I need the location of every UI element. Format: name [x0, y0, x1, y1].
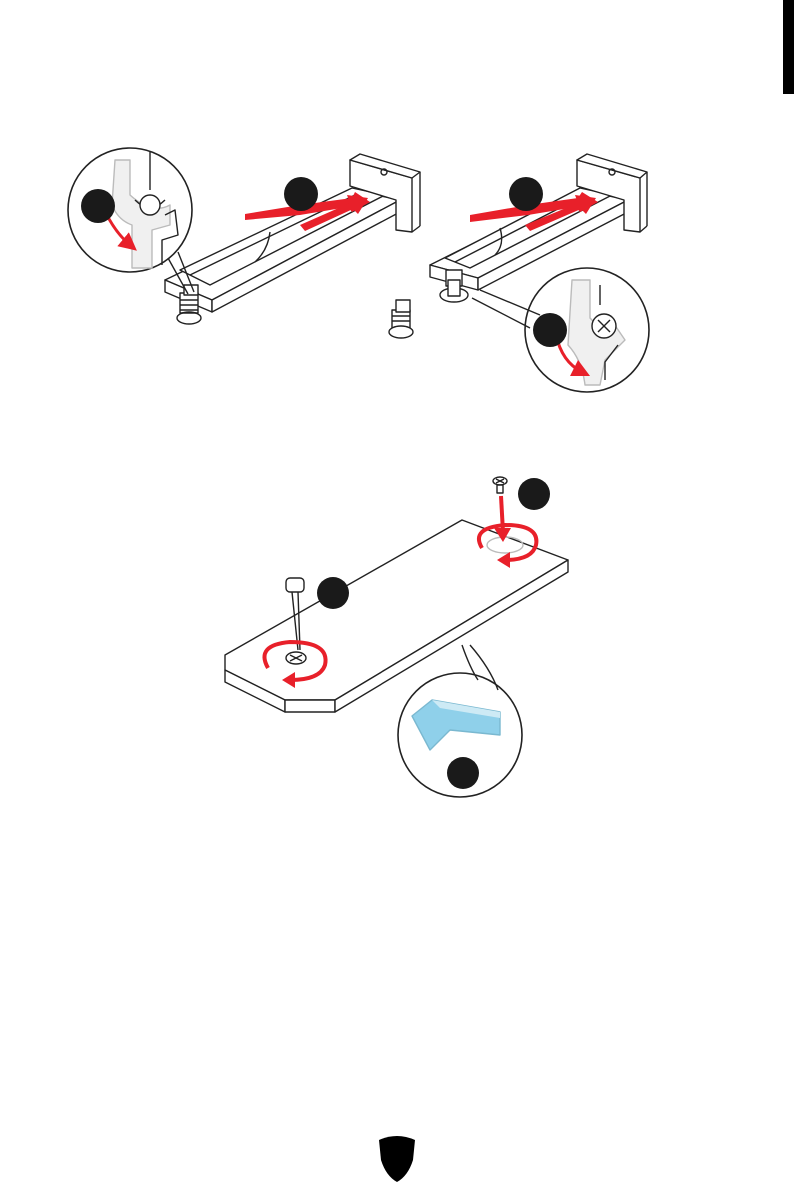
step-circle — [284, 177, 318, 211]
msi-shield-icon — [379, 1136, 415, 1182]
step-circle — [447, 757, 479, 789]
step-circle — [509, 177, 543, 211]
standoff-icon — [389, 300, 413, 338]
step-circle — [533, 313, 567, 347]
step-circle — [518, 478, 550, 510]
m2-slot-install-illustration — [68, 148, 420, 324]
step-circle — [317, 577, 349, 609]
step-circle — [81, 189, 115, 223]
